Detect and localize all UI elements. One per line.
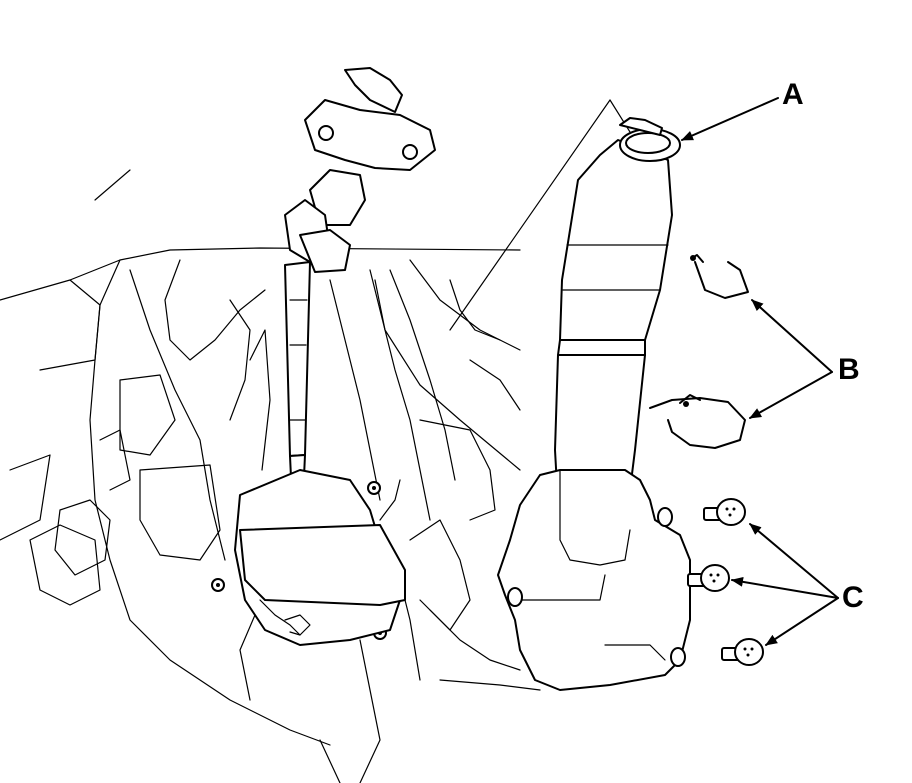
arrow-c-lower — [765, 597, 839, 646]
clamp-upper — [690, 254, 749, 299]
callout-c: C — [842, 581, 864, 614]
callout-b: B — [838, 353, 860, 386]
leader-arrows — [681, 97, 839, 646]
bolt-middle — [687, 564, 730, 592]
arrow-b-upper — [751, 299, 833, 373]
arrow-b-lower — [749, 371, 833, 419]
clamp-lower — [649, 394, 746, 449]
dash-bolt-2 — [367, 481, 381, 495]
callout-a: A — [782, 78, 804, 111]
bolt-upper — [703, 498, 746, 526]
arrow-a — [681, 97, 779, 141]
dash-bolt-1 — [211, 578, 225, 592]
steering-shaft-assembly — [284, 67, 436, 521]
steering-column-cover — [497, 117, 691, 691]
arrow-c-middle — [731, 576, 839, 599]
lower-boot-housing — [234, 469, 406, 701]
background-dashboard-structure — [0, 99, 636, 783]
arrow-c-upper — [749, 523, 839, 599]
bolt-lower — [721, 638, 764, 666]
